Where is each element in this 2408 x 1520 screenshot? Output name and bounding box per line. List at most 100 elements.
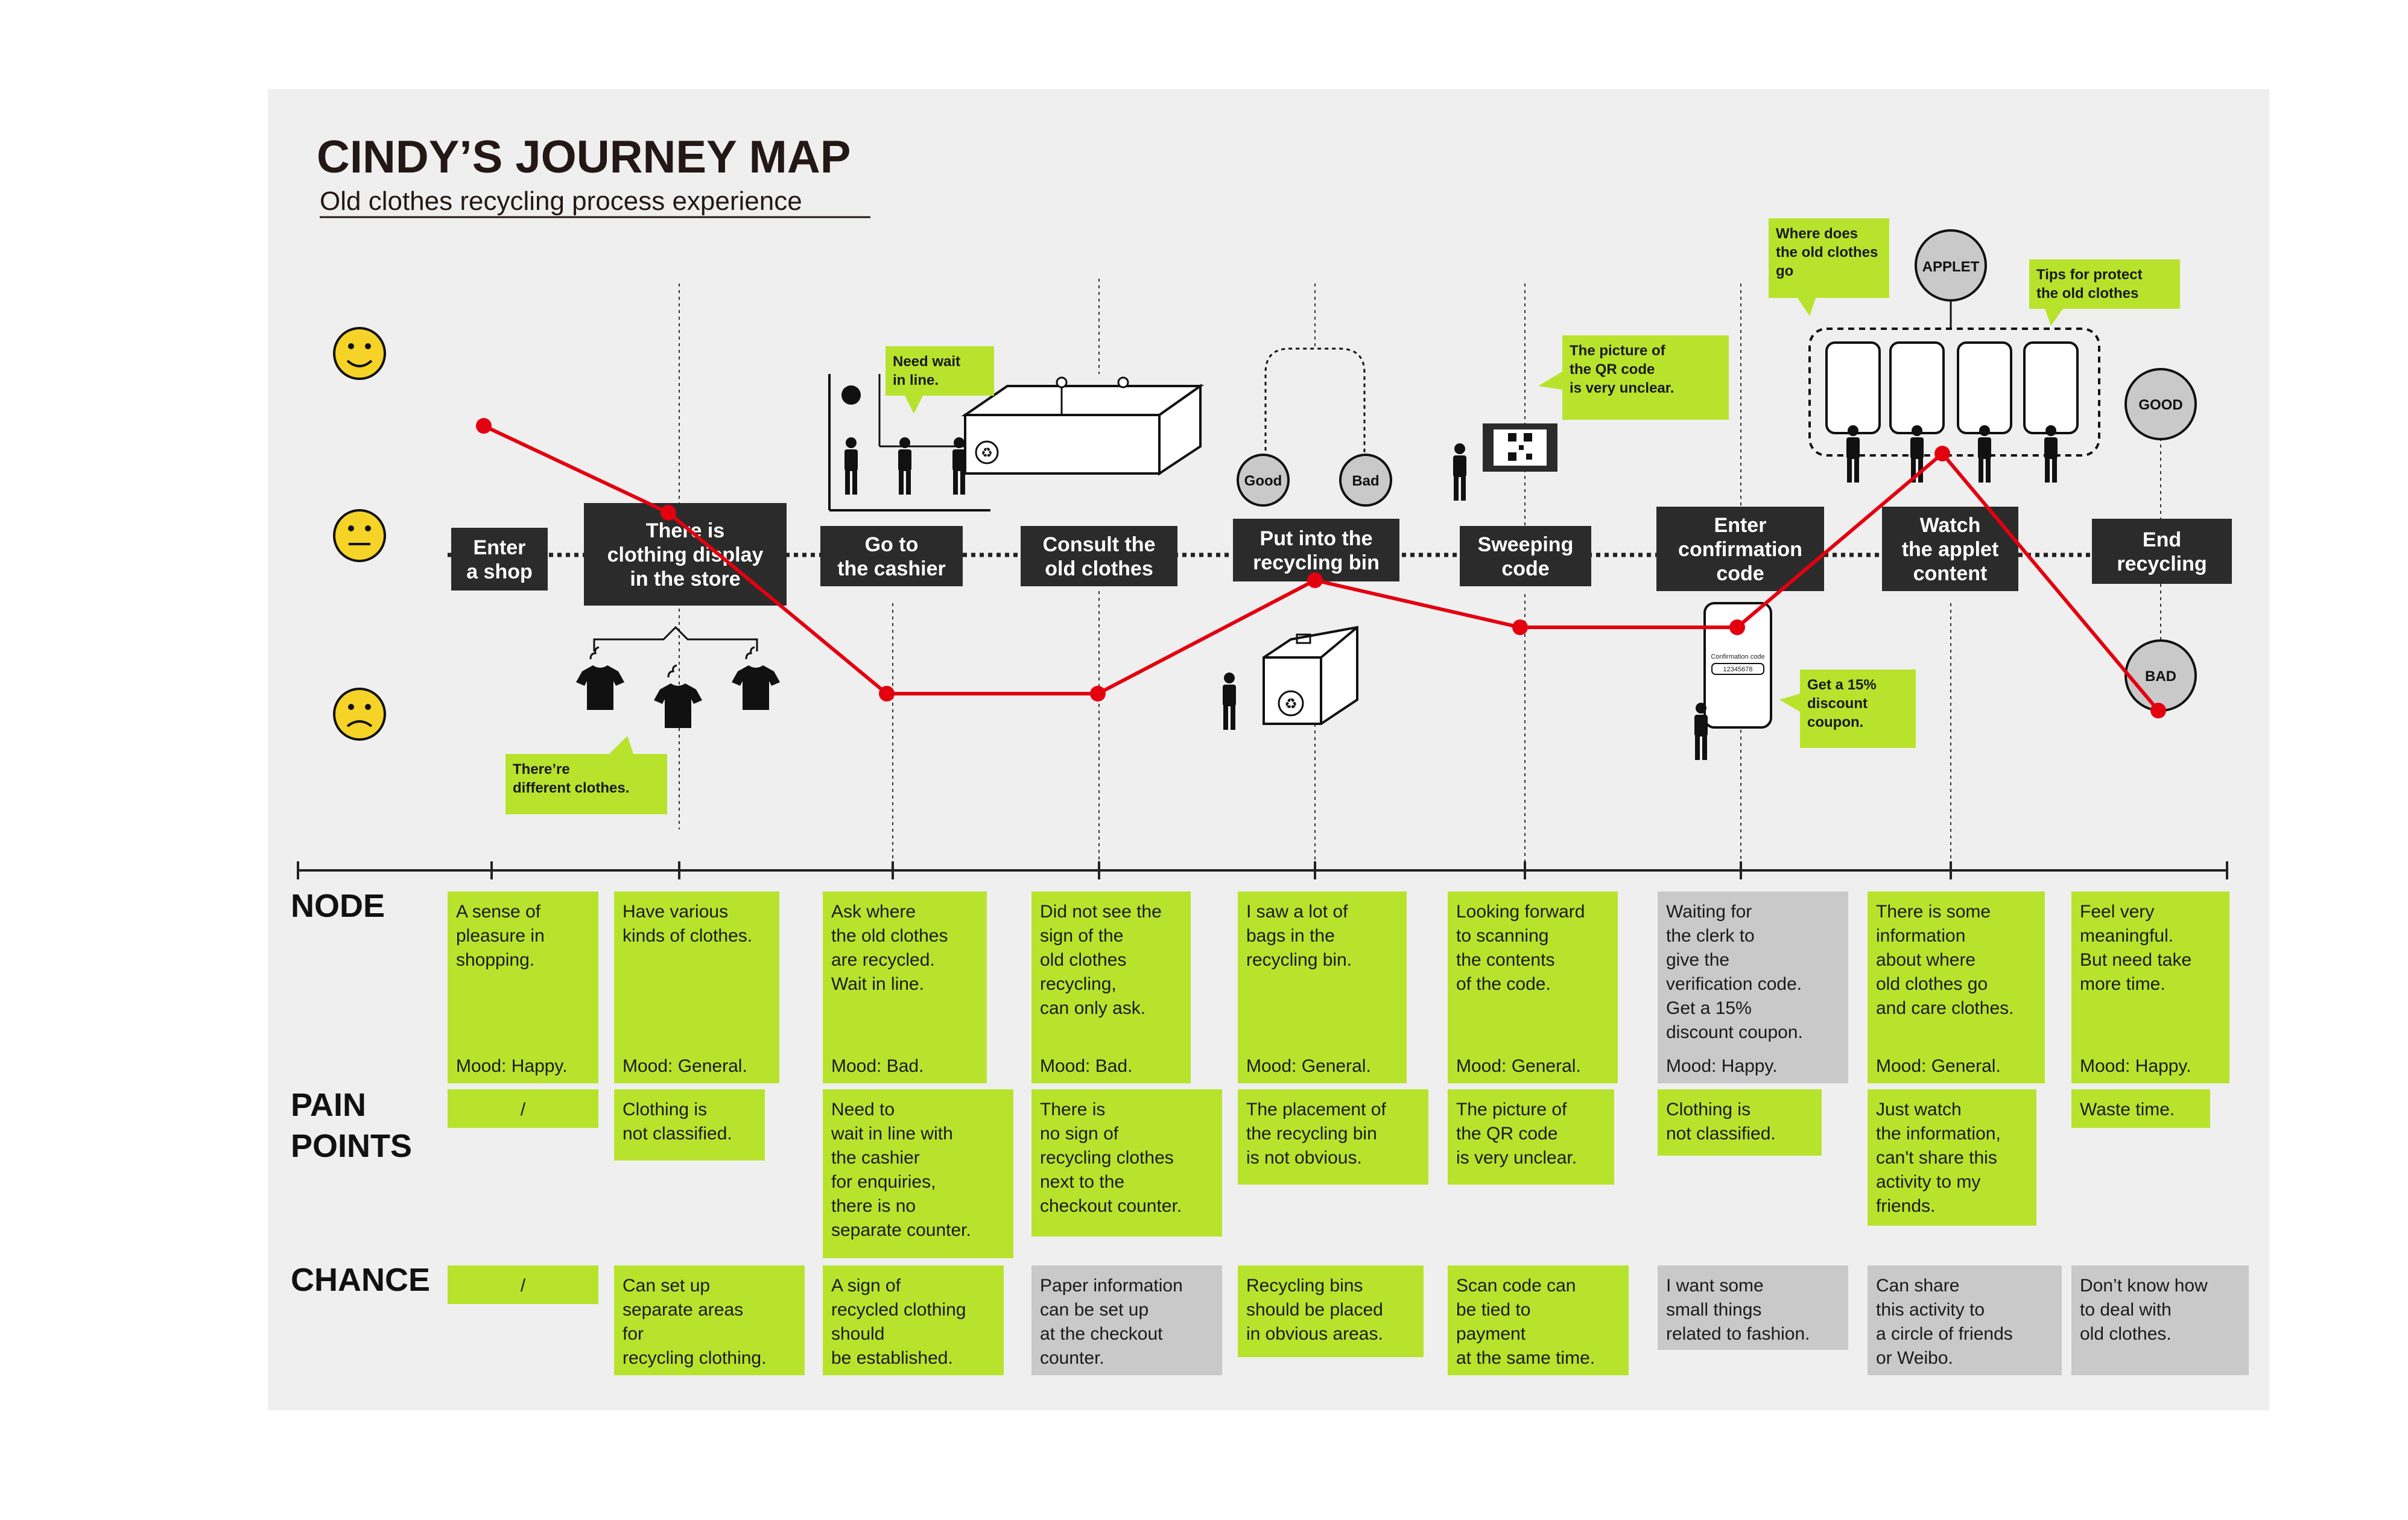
phone-label: Confirmation code	[1711, 653, 1764, 660]
node-card: A sense of pleasure in shopping. Mood: Ha…	[448, 891, 598, 1083]
card-text: Did not see the sign of the old clothes …	[1040, 902, 1162, 1018]
pain-point-cards: / Clothing is not classified. Need to wait…	[448, 1089, 2210, 1258]
emotion-point	[879, 686, 895, 701]
svg-text:♻: ♻	[1284, 696, 1297, 712]
emotion-point	[1512, 619, 1528, 635]
pain-point-card: The placement of the recycling bin is no…	[1238, 1089, 1428, 1185]
card-mood: Mood: Bad.	[831, 1056, 924, 1076]
node-card: Looking forward to scanning the contents…	[1448, 891, 1618, 1083]
chance-card: Can share this activity to a circle of f…	[1868, 1265, 2062, 1375]
card-mood: Mood: General.	[1246, 1056, 1371, 1076]
callout-need-wait: Need wait in line.	[886, 346, 994, 414]
emotion-point	[1934, 446, 1950, 461]
chance-card: Scan code can be tied to payment at the …	[1448, 1265, 1629, 1375]
card-mood: Mood: Happy.	[2080, 1056, 2191, 1076]
cashier-queue-illustration: ♻	[828, 374, 1205, 511]
card-text: A sense of pleasure in shopping.	[456, 902, 545, 970]
end-bad-badge: BAD	[2124, 639, 2197, 712]
card-mood: Mood: General.	[1456, 1056, 1581, 1076]
phone-confirmation-illustration: Confirmation code 12345678	[1694, 602, 1772, 760]
pain-point-card: Just watch the information, can't share …	[1868, 1089, 2036, 1226]
good-label: Good	[1244, 473, 1282, 489]
card-text: Have various kinds of clothes.	[623, 902, 753, 946]
card-text: /	[520, 1100, 526, 1119]
emotion-point	[476, 418, 492, 434]
callout-text: Get a 15% discount coupon.	[1807, 677, 1877, 730]
card-mood: Mood: Bad.	[1040, 1056, 1133, 1076]
svg-text:♻: ♻	[981, 445, 993, 460]
neutral-face-icon	[333, 509, 386, 562]
pain-point-card: Clothing is not classified.	[614, 1089, 765, 1161]
pain-point-card: Need to wait in line with the cashier fo…	[823, 1089, 1013, 1258]
end-good-badge: GOOD	[2124, 368, 2197, 639]
card-text: The placement of the recycling bin is no…	[1246, 1100, 1386, 1168]
emotion-point	[1729, 619, 1745, 635]
card-mood: Mood: Happy.	[1666, 1056, 1778, 1076]
callout-discount: Get a 15% discount coupon.	[1779, 670, 1916, 748]
callouts: Need wait in line. There’re different clo…	[505, 218, 2180, 814]
timeline-ruler	[297, 861, 2228, 879]
card-text: Waste time.	[2080, 1100, 2175, 1119]
card-text: Clothing is not classified.	[1666, 1100, 1776, 1144]
node-card: Waiting for the clerk to give the verifi…	[1658, 891, 1848, 1083]
callout-text: Tips for protect the old clothes	[2036, 267, 2143, 302]
card-text: Need to wait in line with the cashier fo…	[831, 1100, 971, 1240]
callout-text: There’re different clothes.	[513, 761, 630, 796]
chance-card: Paper information can be set up at the c…	[1031, 1265, 1222, 1375]
callout-qr-unclear: The picture of the QR code is very uncle…	[1538, 335, 1729, 420]
card-text: The picture of the QR code is very uncle…	[1456, 1100, 1577, 1168]
node-cards: A sense of pleasure in shopping. Mood: Ha…	[448, 891, 2229, 1083]
card-text: There is some information about where ol…	[1876, 902, 2014, 1018]
chance-card: I want some small things related to fash…	[1658, 1265, 1848, 1350]
card-text: Just watch the information, can't share …	[1876, 1100, 2001, 1216]
node-card: Ask where the old clothes are recycled. …	[823, 891, 987, 1083]
card-text: Clothing is not classified.	[623, 1100, 732, 1144]
callout-text: The picture of the QR code is very uncle…	[1570, 343, 1675, 396]
emotion-point	[1307, 572, 1323, 588]
chance-card: Recycling bins should be placed in obvio…	[1238, 1265, 1424, 1357]
pain-point-card: Clothing is not classified.	[1658, 1089, 1822, 1156]
card-text: Scan code can be tied to payment at the …	[1456, 1276, 1595, 1368]
callout-text: Where does the old clothes go	[1776, 226, 1878, 279]
applet-label: APPLET	[1922, 259, 1980, 275]
emotion-point	[661, 505, 676, 521]
node-card: I saw a lot of bags in the recycling bin…	[1238, 891, 1407, 1083]
pain-point-card: Waste time.	[2071, 1089, 2210, 1128]
card-text: Don’t know how to deal with old clothes.	[2080, 1276, 2208, 1344]
pain-point-card: The picture of the QR code is very uncle…	[1448, 1089, 1614, 1185]
card-mood: Mood: General.	[1876, 1056, 2001, 1076]
phone-code: 12345678	[1723, 666, 1753, 673]
card-text: Recycling bins should be placed in obvio…	[1246, 1276, 1383, 1344]
pain-point-card: /	[448, 1089, 598, 1128]
happy-face-icon	[333, 327, 386, 380]
chance-card: /	[448, 1265, 598, 1304]
pain-point-card: There is no sign of recycling clothes ne…	[1031, 1089, 1222, 1237]
card-text: /	[520, 1276, 526, 1296]
card-text: Can set up separate areas for recycling …	[623, 1276, 767, 1368]
node-card: There is some information about where ol…	[1868, 891, 2045, 1083]
card-text: A sign of recycled clothing should be es…	[831, 1276, 966, 1368]
card-mood: Mood: Happy.	[456, 1056, 568, 1076]
page-title: CINDY’S JOURNEY MAP	[317, 131, 851, 183]
emotion-point	[1090, 686, 1106, 701]
row-heading-chance: CHANCE	[291, 1262, 430, 1298]
chance-card: Don’t know how to deal with old clothes.	[2071, 1265, 2249, 1375]
emotion-curve	[476, 418, 2166, 718]
node-card: Did not see the sign of the old clothes …	[1031, 891, 1191, 1083]
